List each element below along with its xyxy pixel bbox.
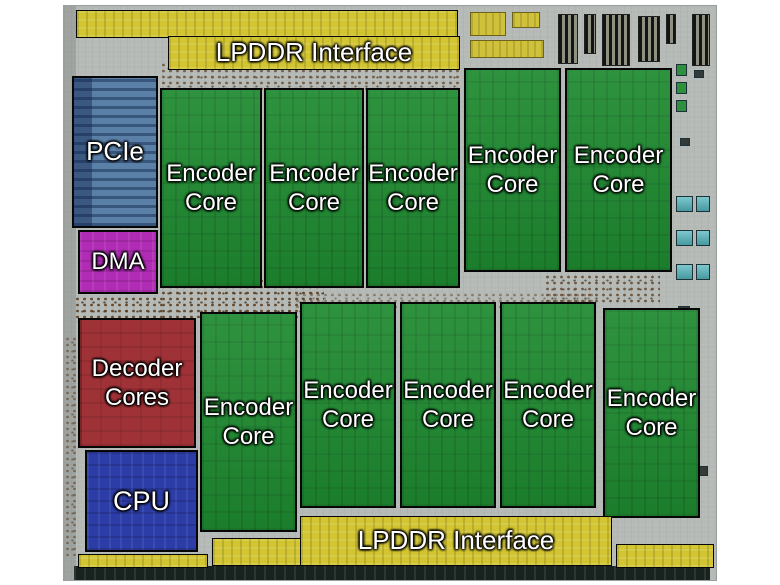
die-bottom-seal-strip [74, 566, 710, 580]
test-pad-bars [638, 16, 660, 62]
io-cell-green [676, 100, 687, 112]
yellow-io-structure [512, 12, 540, 28]
encoder-core-label: Encoder Core [166, 159, 256, 216]
io-cell-cyan [676, 196, 693, 212]
encoder-core-label: Encoder Core [203, 393, 294, 450]
test-pad-bars [666, 14, 676, 44]
encoder-core-label: Encoder Core [368, 159, 458, 216]
encoder-core-label: Encoder Core [503, 376, 593, 433]
encoder-core-label: Encoder Core [573, 141, 664, 198]
cpu-block: CPU [85, 450, 198, 552]
encoder-core-block-4: Encoder Core [464, 68, 561, 272]
io-cell-cyan [676, 230, 693, 246]
speckle-patch [64, 336, 78, 556]
io-cell-cyan [696, 230, 710, 246]
lpddr-top-interface-block: LPDDR Interface [168, 36, 460, 70]
yellow-io-structure [470, 12, 506, 36]
io-cell-green [676, 64, 687, 76]
lpddr-top-strip [76, 10, 458, 38]
pcie-block: PCIe [72, 76, 158, 228]
test-pad-bars [602, 14, 630, 66]
lpddr-bottom-left-strip [78, 554, 208, 568]
yellow-io-structure [470, 40, 544, 58]
io-cell-dark [694, 70, 704, 78]
io-cell-cyan [676, 264, 693, 280]
encoder-core-block-6: Encoder Core [200, 312, 297, 532]
pcie-label: PCIe [86, 136, 144, 167]
encoder-core-label: Encoder Core [303, 376, 393, 433]
lpddr-bottom-right-block [616, 544, 714, 568]
encoder-core-block-5: Encoder Core [565, 68, 672, 272]
encoder-core-block-9: Encoder Core [500, 302, 596, 508]
test-pad-bars [584, 14, 596, 54]
io-cell-cyan [696, 264, 710, 280]
encoder-core-block-10: Encoder Core [603, 308, 700, 518]
encoder-core-block-8: Encoder Core [400, 302, 496, 508]
io-cell-dark [680, 138, 690, 146]
decoder-cores-block: Decoder Cores [78, 318, 196, 448]
speckle-patch [74, 296, 162, 322]
decoder-cores-label: Decoder Cores [91, 354, 183, 411]
encoder-core-label: Encoder Core [403, 376, 493, 433]
dma-block: DMA [78, 230, 158, 294]
encoder-core-block-3: Encoder Core [366, 88, 460, 288]
lpddr-bottom-interface-block: LPDDR Interface [300, 516, 612, 566]
dma-label: DMA [91, 248, 145, 276]
lpddr-bottom-extension [212, 538, 304, 566]
encoder-core-label: Encoder Core [467, 141, 558, 198]
encoder-core-label: Encoder Core [269, 159, 359, 216]
test-pad-bars [692, 14, 710, 66]
speckle-patch [544, 274, 660, 304]
test-pad-bars [558, 14, 578, 64]
encoder-core-label: Encoder Core [606, 384, 697, 441]
encoder-core-block-1: Encoder Core [160, 88, 262, 288]
lpddr-top-label: LPDDR Interface [215, 37, 413, 68]
die-area: LPDDR Interface PCIe DMA Decoder Cores C… [63, 5, 717, 581]
encoder-core-block-2: Encoder Core [264, 88, 364, 288]
cpu-label: CPU [112, 485, 170, 516]
io-cell-cyan [696, 196, 710, 212]
lpddr-bottom-label: LPDDR Interface [357, 525, 555, 556]
io-cell-green [676, 82, 687, 94]
encoder-core-block-7: Encoder Core [300, 302, 396, 508]
